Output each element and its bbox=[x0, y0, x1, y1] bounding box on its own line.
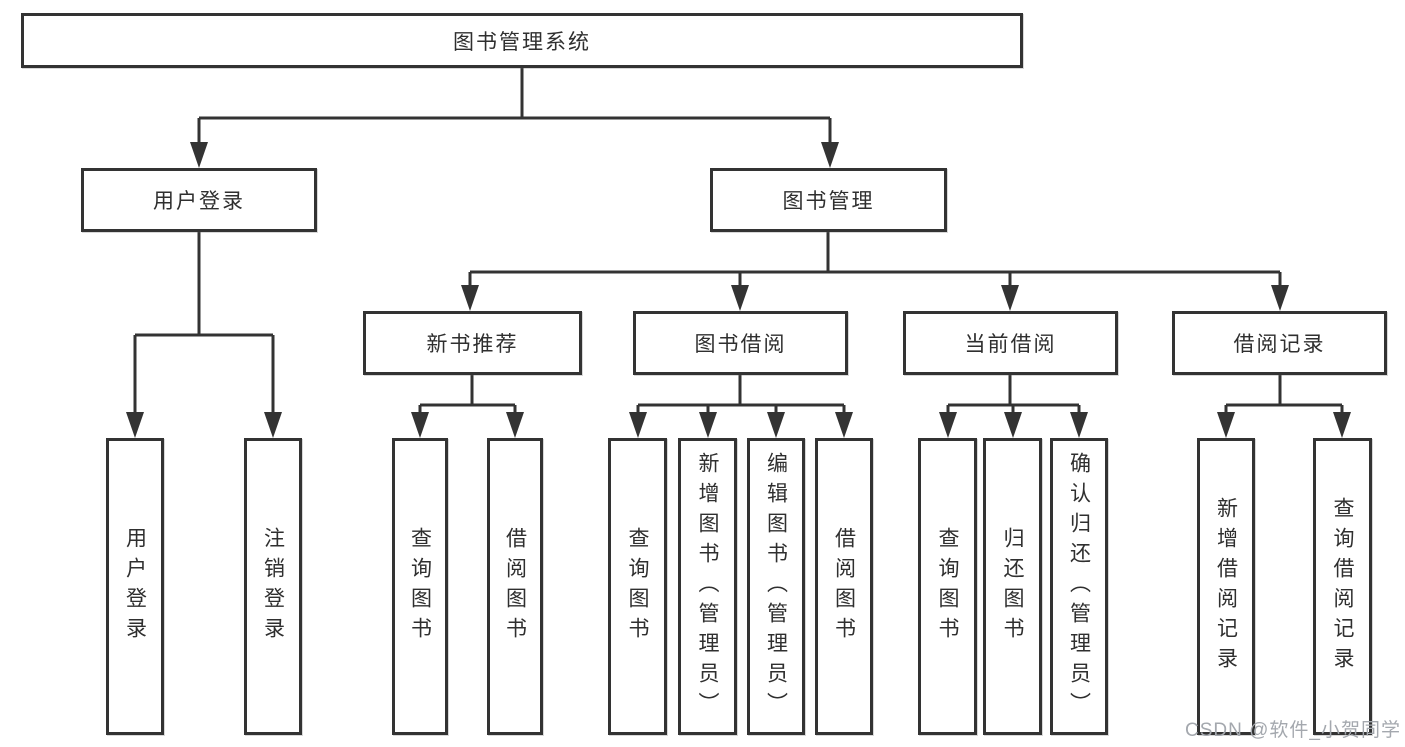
node-label: 查询图书 bbox=[626, 526, 649, 647]
leaf-user-login: 用户登录 bbox=[106, 438, 164, 735]
leaf-query-books: 查询图书 bbox=[608, 438, 667, 735]
node-label: 用户登录 bbox=[153, 190, 245, 213]
arrowhead-icons bbox=[126, 142, 1351, 438]
leaf-query-borrow-record: 查询借阅记录 bbox=[1313, 438, 1372, 735]
node-label: 借阅图书 bbox=[503, 526, 527, 647]
node-label: 新书推荐 bbox=[426, 333, 519, 356]
node-new-book-recommendation: 新书推荐 bbox=[363, 311, 582, 375]
node-label: 借阅记录 bbox=[1233, 333, 1326, 356]
node-label: 借阅图书 bbox=[832, 526, 856, 647]
leaf-add-borrow-record: 新增借阅记录 bbox=[1197, 438, 1255, 735]
node-current-borrowing: 当前借阅 bbox=[903, 311, 1118, 375]
node-label: 图书管理 bbox=[782, 190, 875, 213]
node-label: 注销登录 bbox=[261, 526, 285, 647]
node-label: 查询借阅记录 bbox=[1331, 496, 1354, 677]
leaf-logout: 注销登录 bbox=[244, 438, 302, 735]
node-label: 当前借阅 bbox=[964, 333, 1057, 356]
leaf-add-books-admin: 新增图书（管理员） bbox=[678, 438, 737, 735]
node-borrowing-records: 借阅记录 bbox=[1172, 311, 1387, 375]
node-label: 新增图书（管理员） bbox=[696, 451, 719, 722]
leaf-query-books: 查询图书 bbox=[918, 438, 977, 735]
leaf-query-books: 查询图书 bbox=[392, 438, 448, 735]
leaf-edit-books-admin: 编辑图书（管理员） bbox=[747, 438, 805, 735]
node-label: 图书管理系统 bbox=[453, 30, 591, 54]
node-label: 归还图书 bbox=[1001, 526, 1024, 647]
leaf-return-books: 归还图书 bbox=[983, 438, 1042, 735]
connector-paths bbox=[133, 68, 1344, 413]
node-label: 编辑图书（管理员） bbox=[764, 451, 788, 722]
node-book-borrowing: 图书借阅 bbox=[633, 311, 848, 375]
node-user-login: 用户登录 bbox=[81, 168, 317, 232]
node-label: 用户登录 bbox=[123, 526, 147, 647]
node-label: 确认归还（管理员） bbox=[1067, 451, 1091, 722]
node-root-system: 图书管理系统 bbox=[21, 13, 1023, 68]
leaf-confirm-return-admin: 确认归还（管理员） bbox=[1050, 438, 1108, 735]
node-label: 查询图书 bbox=[408, 526, 432, 647]
node-label: 查询图书 bbox=[936, 526, 959, 647]
leaf-borrow-books: 借阅图书 bbox=[815, 438, 873, 735]
node-label: 图书借阅 bbox=[694, 333, 787, 356]
node-book-management: 图书管理 bbox=[710, 168, 947, 232]
leaf-borrow-books: 借阅图书 bbox=[487, 438, 543, 735]
watermark: CSDN @软件_小贺同学 bbox=[1185, 720, 1401, 741]
node-label: 新增借阅记录 bbox=[1214, 496, 1238, 677]
